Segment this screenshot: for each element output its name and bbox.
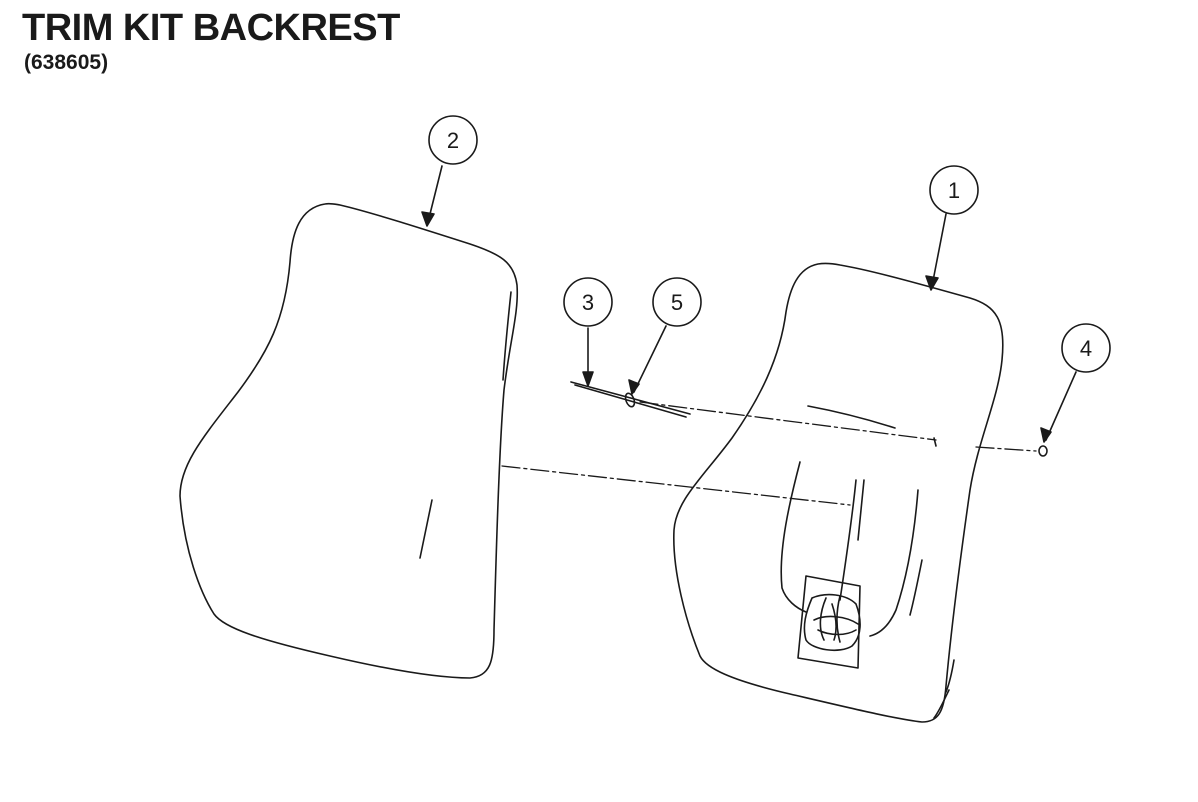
callout-4-label: 4 [1080,336,1092,361]
callout-2-label: 2 [447,128,459,153]
callout-2: 2 [428,115,478,165]
callout-5-label: 5 [671,290,683,315]
callout-1-label: 1 [948,178,960,203]
part-number: (638605) [24,51,109,74]
leader-lines [421,165,1077,443]
fastener-part-4 [1038,445,1048,457]
callout-3: 3 [563,277,613,327]
backrest-cover-part-2 [179,202,519,679]
callout-4: 4 [1061,323,1111,373]
backrest-part-1 [673,262,1004,723]
rod-part-3 [570,381,691,418]
clip-part-5 [624,392,636,408]
page-title: TRIM KIT BACKREST [22,7,400,49]
callout-5: 5 [652,277,702,327]
assembly-lines [501,401,1037,506]
callout-1: 1 [929,165,979,215]
callout-3-label: 3 [582,290,594,315]
